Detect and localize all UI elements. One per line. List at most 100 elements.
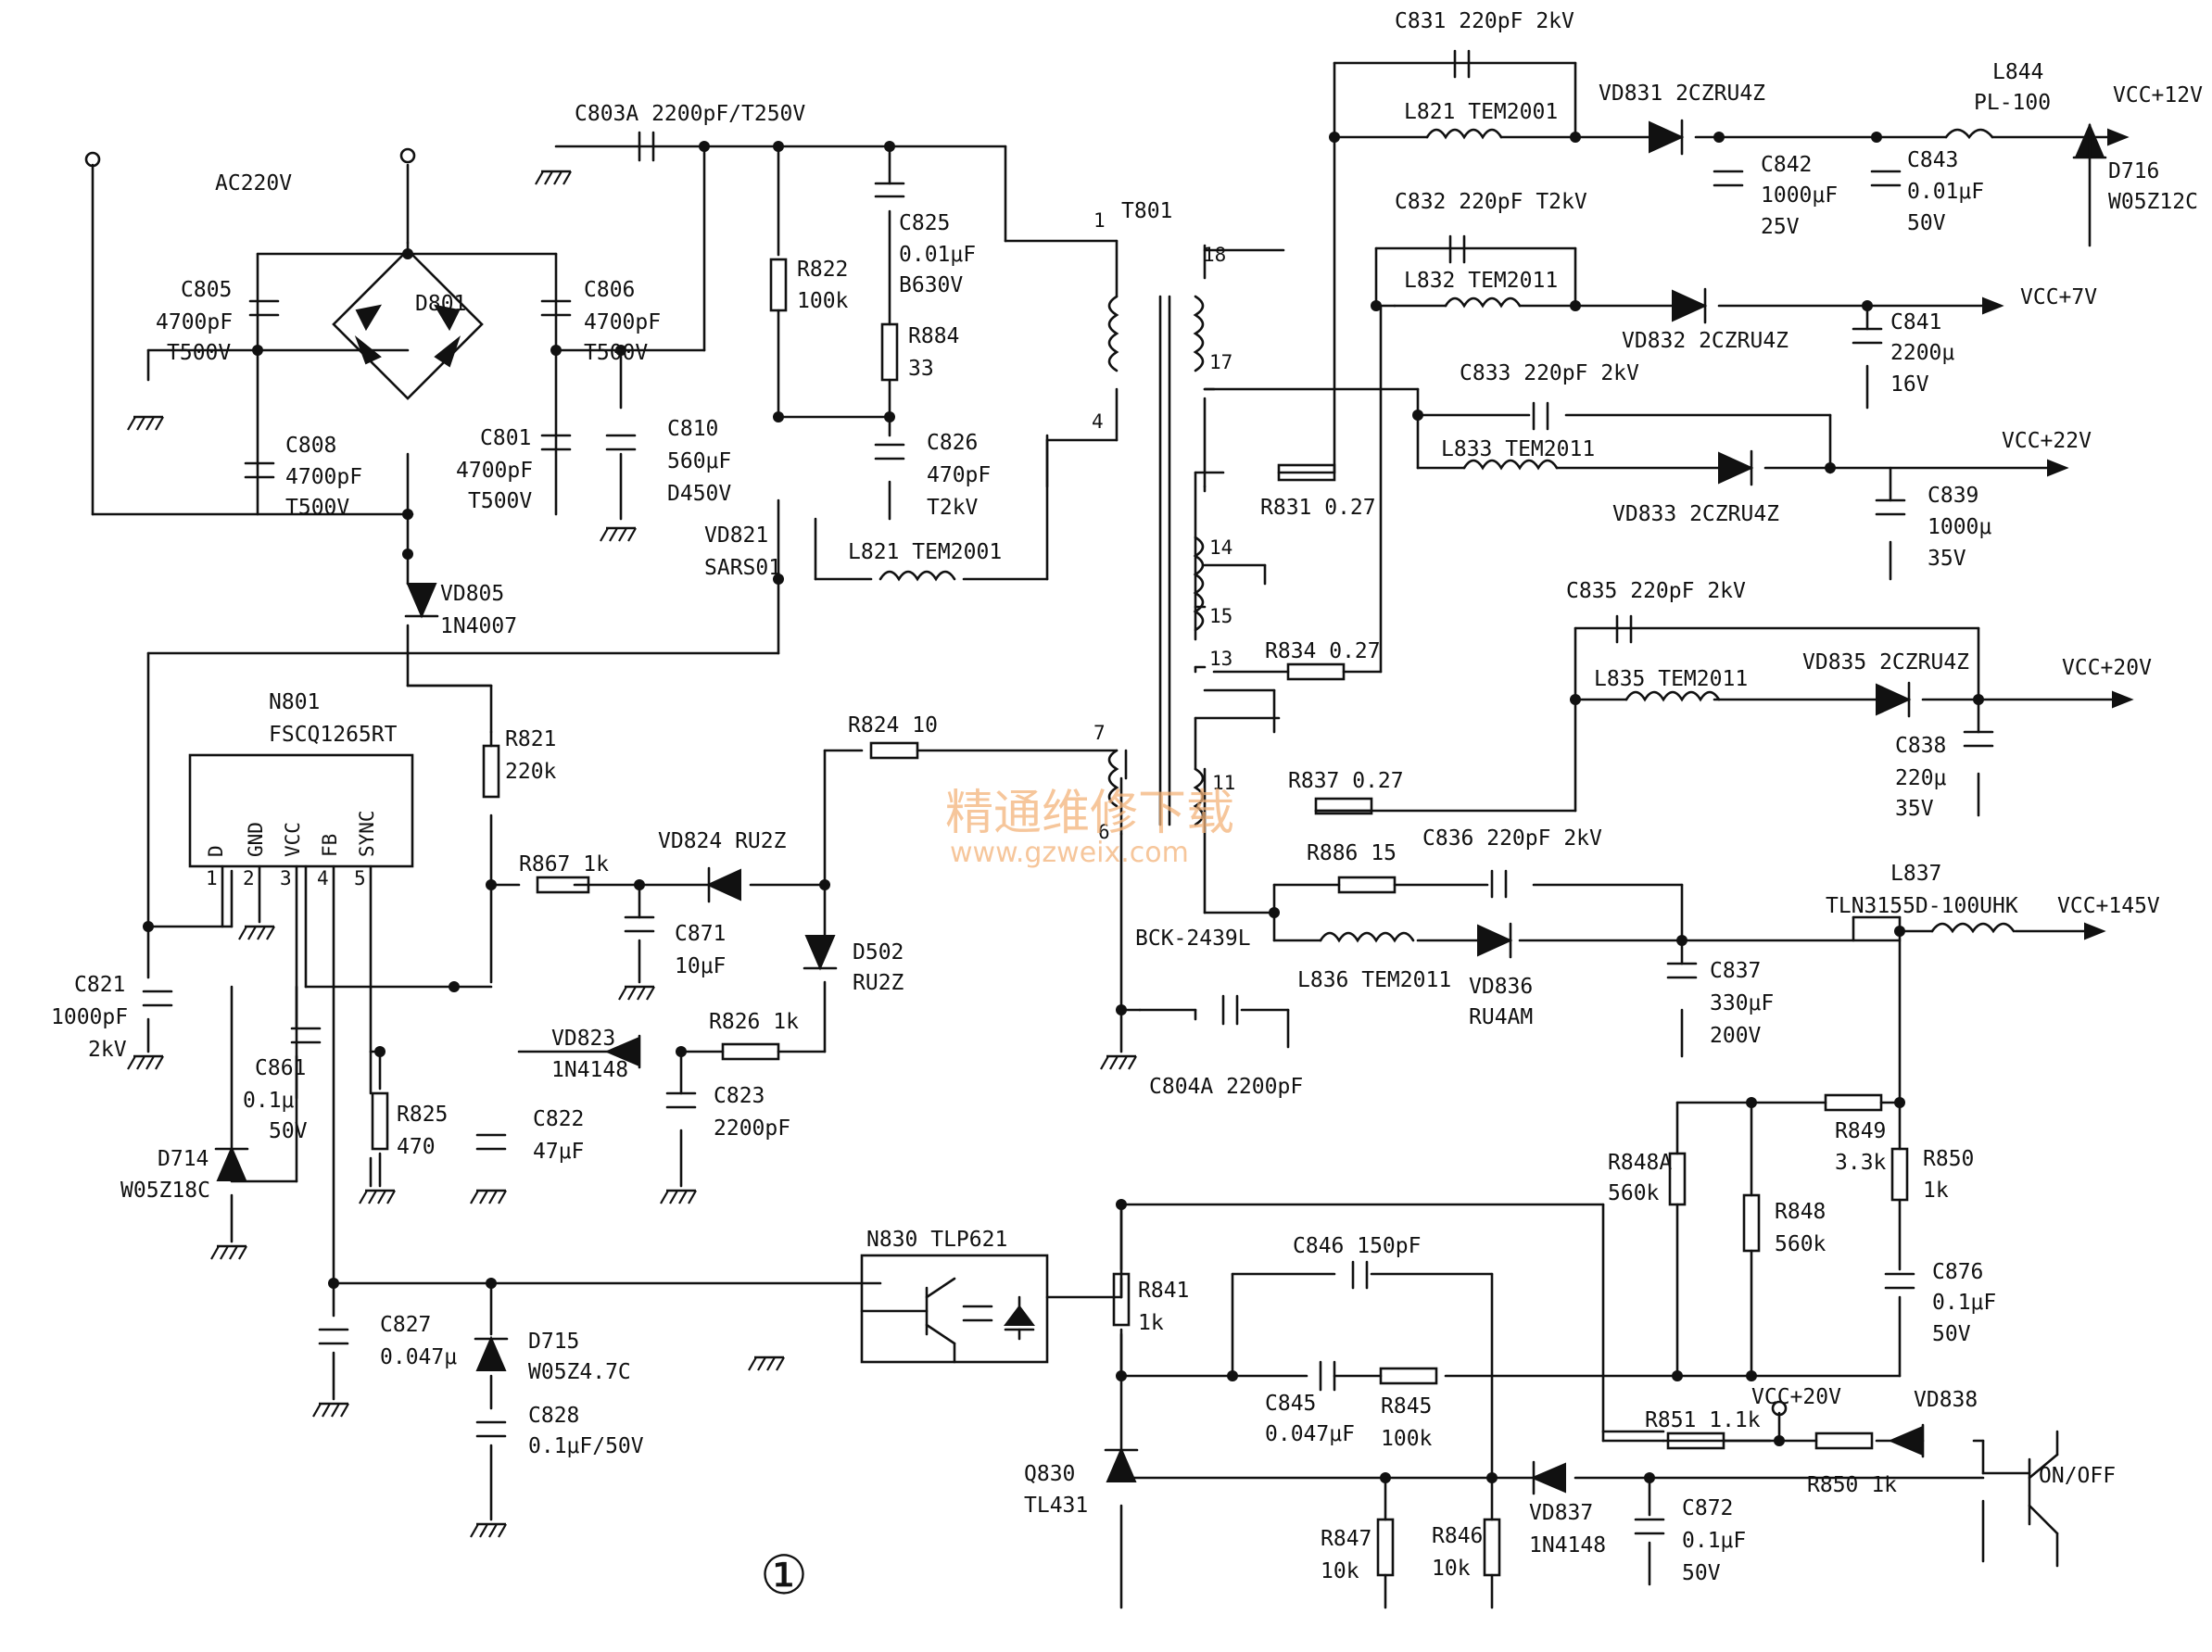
label-l836: L836 TEM2011 — [1297, 968, 1451, 992]
ic-pin-3: 3 — [280, 867, 292, 889]
label-c806-val: 4700pF — [584, 310, 661, 334]
ic-pin-2: 2 — [243, 867, 255, 889]
label-r884-val: 33 — [908, 357, 934, 381]
ic-pin-label-gnd: GND — [245, 822, 267, 857]
label-c833: C833 220pF 2kV — [1460, 361, 1639, 385]
label-vd823: VD823 — [551, 1027, 615, 1051]
label-vd833: VD833 2CZRU4Z — [1612, 502, 1779, 526]
label-r841: R841 — [1138, 1279, 1189, 1303]
label-r821: R821 — [505, 727, 556, 751]
label-c808-val: 4700pF — [285, 465, 362, 489]
label-d715-val: W05Z4.7C — [528, 1360, 631, 1384]
label-r850-val: 1k — [1923, 1179, 1949, 1203]
label-r849-val: 3.3k — [1835, 1151, 1887, 1175]
label-r837: R837 0.27 — [1288, 769, 1404, 793]
label-c872-volt: 50V — [1682, 1561, 1721, 1585]
label-l844: L844 — [1992, 60, 2043, 84]
label-vd821-val: SARS01 — [704, 556, 781, 580]
label-c872-val: 0.1μF — [1682, 1529, 1746, 1553]
label-c872: C872 — [1682, 1496, 1733, 1520]
label-r831: R831 0.27 — [1260, 496, 1376, 520]
label-c842-volt: 25V — [1761, 215, 1800, 239]
label-c837-val: 330μF — [1710, 991, 1774, 1015]
label-c842-val: 1000μF — [1761, 183, 1838, 208]
label-r826: R826 1k — [709, 1010, 799, 1034]
label-c825-val: 0.01μF — [899, 243, 976, 267]
label-d716-val: W05Z12C — [2108, 190, 2198, 214]
label-c825: C825 — [899, 211, 950, 235]
ic-pin-label-d: D — [205, 845, 227, 857]
label-vd832: VD832 2CZRU4Z — [1622, 329, 1789, 353]
label-vd823-val: 1N4148 — [551, 1058, 628, 1082]
label-d502-val: RU2Z — [853, 971, 904, 995]
xfmr-pin-7: 7 — [1093, 722, 1106, 744]
label-r845-val: 100k — [1381, 1427, 1433, 1451]
figure-number: ① — [760, 1544, 808, 1607]
junction-dots — [143, 132, 1984, 1483]
label-c846: C846 150pF — [1293, 1234, 1421, 1258]
label-c806-volt: T500V — [584, 341, 648, 365]
label-c804a: C804A 2200pF — [1149, 1075, 1303, 1099]
xfmr-pin-6: 6 — [1098, 821, 1110, 843]
label-c876: C876 — [1932, 1260, 1983, 1284]
label-vd805: VD805 — [440, 582, 504, 606]
label-c801-volt: T500V — [468, 489, 532, 513]
label-c839-volt: 35V — [1928, 547, 1966, 571]
label-c805: C805 — [181, 278, 232, 302]
label-r848a-val: 560k — [1608, 1181, 1660, 1205]
label-c839: C839 — [1928, 484, 1978, 508]
label-c876-val: 0.1μF — [1932, 1291, 1996, 1315]
watermark-url: www.gzweix.com — [950, 837, 1189, 869]
label-r848-val: 560k — [1775, 1232, 1826, 1256]
label-l833: L833 TEM2011 — [1441, 437, 1595, 461]
ic-pin-1: 1 — [206, 867, 218, 889]
label-vcc145v: VCC+145V — [2057, 894, 2160, 918]
label-l832: L832 TEM2011 — [1404, 269, 1558, 293]
label-c805-val: 4700pF — [156, 310, 233, 334]
label-r822: R822 — [797, 258, 848, 282]
label-vd805-val: 1N4007 — [440, 614, 517, 638]
label-l835: L835 TEM2011 — [1594, 667, 1748, 691]
label-l821-pri: L821 TEM2001 — [848, 540, 1002, 564]
component-symbols — [84, 49, 2134, 1577]
ic-pin-label-fb: FB — [319, 834, 341, 857]
label-d714-val: W05Z18C — [120, 1179, 210, 1203]
label-c837-volt: 200V — [1710, 1024, 1762, 1048]
label-vd831: VD831 2CZRU4Z — [1599, 82, 1765, 106]
label-r821-val: 220k — [505, 760, 557, 784]
label-c826: C826 — [927, 431, 978, 455]
label-c838-volt: 35V — [1895, 797, 1934, 821]
label-l837-part: TLN3155D-100UHK — [1826, 894, 2018, 918]
label-r845: R845 — [1381, 1394, 1432, 1419]
label-c805-volt: T500V — [167, 341, 231, 365]
label-pl100: PL-100 — [1974, 91, 2051, 115]
label-n801-part: FSCQ1265RT — [269, 723, 398, 747]
label-c828: C828 — [528, 1404, 579, 1428]
label-l837: L837 — [1890, 862, 1941, 886]
label-r822-val: 100k — [797, 289, 849, 313]
label-d801: D801 — [415, 292, 466, 316]
label-vd836: VD836 — [1469, 975, 1533, 999]
ic-pin-label-vcc: VCC — [282, 822, 304, 857]
label-c810-val: 560μF — [667, 449, 731, 473]
label-onoff: ON/OFF — [2039, 1464, 2116, 1488]
label-c823-val: 2200pF — [714, 1116, 790, 1141]
label-c861: C861 — [255, 1056, 306, 1080]
label-vcc7v: VCC+7V — [2020, 285, 2097, 309]
wire-network — [91, 61, 2115, 1609]
label-c832: C832 220pF T2kV — [1395, 190, 1587, 214]
xfmr-pin-18: 18 — [1203, 244, 1226, 266]
label-ac220v: AC220V — [215, 171, 292, 195]
label-c806: C806 — [584, 278, 635, 302]
label-c826-volt: T2kV — [927, 496, 979, 520]
xfmr-pin-17: 17 — [1209, 351, 1232, 373]
label-vd838: VD838 — [1914, 1388, 1978, 1412]
label-c843-volt: 50V — [1907, 211, 1946, 235]
label-c826-val: 470pF — [927, 463, 991, 487]
label-r848a: R848A — [1608, 1151, 1672, 1175]
label-r848: R848 — [1775, 1200, 1826, 1224]
label-c843-val: 0.01μF — [1907, 180, 1984, 204]
label-c825-volt: B630V — [899, 273, 963, 297]
label-vd835: VD835 2CZRU4Z — [1802, 650, 1969, 675]
